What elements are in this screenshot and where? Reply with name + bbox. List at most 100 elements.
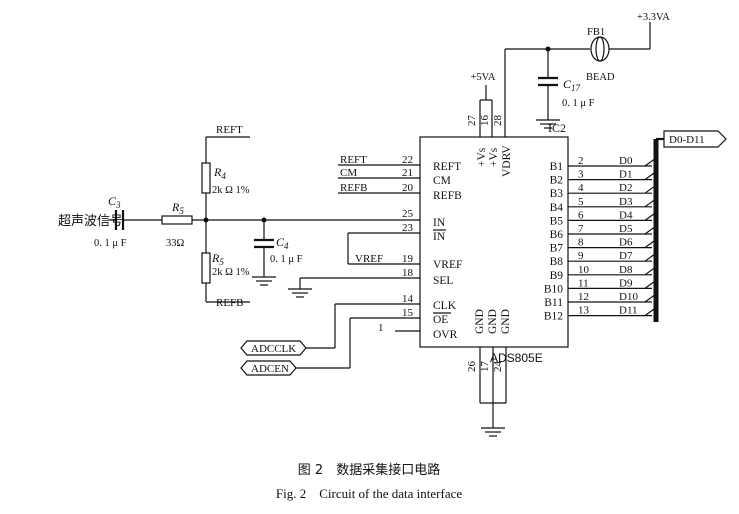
data-pin-label: B8 xyxy=(550,256,564,268)
pin-19-num: 19 xyxy=(402,253,414,265)
pin-26-label: GND xyxy=(474,309,486,334)
left-pins: REFT 22 REFT CM 21 CM REFB 20 REFB 25 IN… xyxy=(264,154,462,369)
data-pin-label: B3 xyxy=(550,188,564,200)
pin-25-label: IN xyxy=(433,217,446,229)
chip-name: ADS805E xyxy=(490,351,543,365)
data-pin: B12 13 D11 xyxy=(544,305,657,323)
pin-14-label: CLK xyxy=(433,300,457,312)
r5-value: 2k Ω 1% xyxy=(212,267,250,278)
pin-15-label: OE xyxy=(433,314,448,326)
pin-14-num: 14 xyxy=(402,293,414,305)
pin-17-label: GND xyxy=(487,309,499,334)
c4-ref: C4 xyxy=(276,235,289,251)
data-pin-label: B11 xyxy=(544,297,563,309)
pin-22-label: REFT xyxy=(433,161,461,173)
bus-port xyxy=(663,130,727,148)
data-pin-label: B9 xyxy=(550,270,564,282)
data-pin-number: 13 xyxy=(578,305,590,317)
pin-22-num: 22 xyxy=(402,154,413,166)
data-net-label: D0 xyxy=(619,155,633,167)
data-net-label: D1 xyxy=(619,169,632,181)
pin-23-num: 23 xyxy=(402,222,414,234)
pin-25-num: 25 xyxy=(402,208,414,220)
pin-21-label: CM xyxy=(433,175,451,187)
data-bus: D0-D11 xyxy=(653,130,727,322)
data-net-label: D11 xyxy=(619,305,638,317)
adcclk-port xyxy=(240,340,307,356)
data-net-label: D9 xyxy=(619,277,633,289)
adcen-port xyxy=(240,360,297,376)
bus-label: D0-D11 xyxy=(669,134,705,146)
data-pin-number: 3 xyxy=(578,169,584,181)
c3-ref: C3 xyxy=(108,194,121,210)
data-net-label: D7 xyxy=(619,250,633,262)
pin-28-num: 28 xyxy=(492,115,504,127)
ferrite-bead-fb1 xyxy=(590,36,610,62)
input-signal-label: 超声波信号 xyxy=(58,214,123,229)
pin-18-num: 18 xyxy=(402,267,414,279)
ic-body xyxy=(419,136,569,348)
data-pin-label: B4 xyxy=(550,202,564,214)
data-net-label: D8 xyxy=(619,264,633,276)
refb-net-left: REFB xyxy=(340,182,368,194)
pin-24-label: GND xyxy=(500,309,512,334)
data-pin-number: 9 xyxy=(578,250,584,262)
pin-17-num: 17 xyxy=(479,361,491,373)
pin-21-num: 21 xyxy=(402,167,413,179)
r5s-value: 33Ω xyxy=(166,238,185,249)
r4-value: 2k Ω 1% xyxy=(212,185,250,196)
data-pin-label: B5 xyxy=(550,215,564,227)
pin-20-num: 20 xyxy=(402,182,414,194)
data-pin-number: 5 xyxy=(578,196,584,208)
c17-value: 0. 1 μ F xyxy=(562,98,595,109)
v5-label: +5VA xyxy=(471,72,496,83)
cm-net-left: CM xyxy=(340,167,357,179)
bottom-pins: GND GND GND 26 17 24 xyxy=(466,309,512,437)
data-net-label: D6 xyxy=(619,237,633,249)
data-pin: B8 9 D7 xyxy=(550,250,657,268)
vdrv-supply: C17 0. 1 μ F FB1 BEAD +3.3VA xyxy=(505,12,670,129)
data-pin-label: B12 xyxy=(544,311,563,323)
c4-value: 0. 1 μ F xyxy=(270,254,303,265)
pin-20-label: REFB xyxy=(433,190,462,202)
data-pin-label: B1 xyxy=(550,161,564,173)
pin-15-num: 15 xyxy=(402,307,414,319)
pin-27-num: 27 xyxy=(466,115,478,127)
data-pin-label: B6 xyxy=(550,229,564,241)
data-pin-label: B10 xyxy=(544,283,563,295)
data-net-label: D3 xyxy=(619,196,633,208)
v33-label: +3.3VA xyxy=(637,12,670,23)
vref-net: VREF xyxy=(355,253,383,265)
data-net-label: D5 xyxy=(619,223,633,235)
data-pin-number: 8 xyxy=(578,237,584,249)
caption-chinese: 图 2 数据采集接口电路 xyxy=(298,462,440,478)
c17-ref: C17 xyxy=(563,77,581,93)
pin-27-label: +Vs xyxy=(476,147,488,167)
data-pin: B9 10 D8 xyxy=(550,264,657,282)
data-pin-label: B2 xyxy=(550,175,564,187)
data-net-label: D4 xyxy=(619,209,633,221)
resistor-r5 xyxy=(201,252,211,284)
r5-ref: R5 xyxy=(211,251,224,267)
port-flags: ADCCLK ADCEN xyxy=(240,340,307,376)
pin-1-label: OVR xyxy=(433,329,458,341)
data-pin-number: 12 xyxy=(578,291,589,303)
fb1-value: BEAD xyxy=(586,72,615,83)
pin-28-label: VDRV xyxy=(501,145,513,177)
data-net-label: D2 xyxy=(619,182,632,194)
data-pin-number: 10 xyxy=(578,264,590,276)
reft-net-left: REFT xyxy=(340,154,367,166)
caption-english: Fig. 2 Circuit of the data interface xyxy=(276,486,463,501)
pin-26-num: 26 xyxy=(466,361,478,373)
top-pins: +5VA 27 16 28 +Vs +Vs VDRV xyxy=(466,49,513,177)
pin-19-label: VREF xyxy=(433,259,462,271)
pin-16-num: 16 xyxy=(479,115,491,127)
data-net-label: D10 xyxy=(619,291,638,303)
adcclk-label: ADCCLK xyxy=(251,343,296,355)
refb-net-bottom: REFB xyxy=(216,297,244,309)
data-pin-label: B7 xyxy=(550,243,564,255)
